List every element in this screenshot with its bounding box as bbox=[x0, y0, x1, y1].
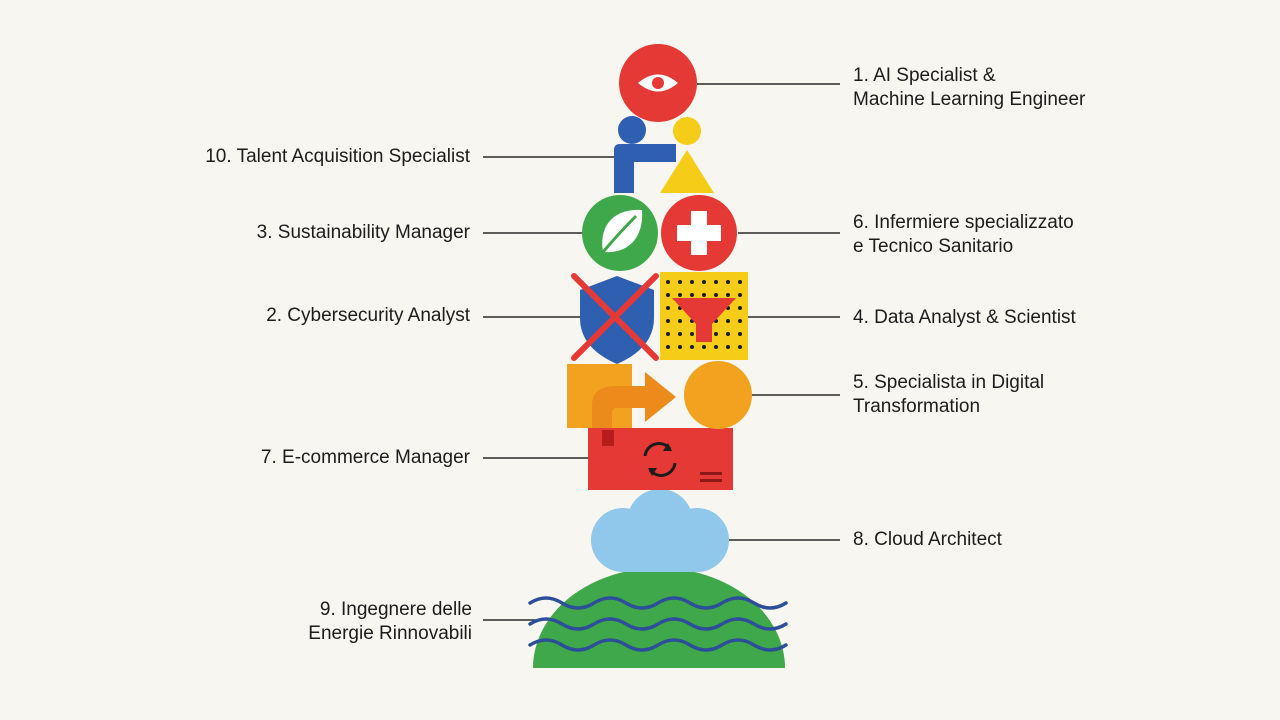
dot bbox=[678, 280, 682, 284]
dot bbox=[666, 319, 670, 323]
leader-lines bbox=[483, 83, 840, 621]
dot bbox=[738, 280, 742, 284]
dot bbox=[678, 345, 682, 349]
label-nurse: 6. Infermiere specializzato e Tecnico Sa… bbox=[853, 212, 1074, 257]
dot bbox=[690, 332, 694, 336]
funnel-icon bbox=[660, 272, 748, 360]
dot bbox=[666, 280, 670, 284]
dot bbox=[666, 293, 670, 297]
shield-icon bbox=[571, 273, 659, 364]
dot bbox=[738, 345, 742, 349]
leaf-icon bbox=[582, 195, 658, 271]
dot bbox=[702, 345, 706, 349]
dot bbox=[690, 345, 694, 349]
label-ai-specialist: 1. AI Specialist & Machine Learning Engi… bbox=[853, 65, 1086, 110]
dot bbox=[726, 319, 730, 323]
dot bbox=[690, 293, 694, 297]
dot bbox=[666, 306, 670, 310]
dot bbox=[714, 293, 718, 297]
dot bbox=[738, 319, 742, 323]
dot bbox=[738, 306, 742, 310]
dot bbox=[678, 293, 682, 297]
dot bbox=[726, 332, 730, 336]
label-talent-acquisition: 10. Talent Acquisition Specialist bbox=[205, 146, 470, 167]
dot bbox=[678, 332, 682, 336]
dot bbox=[714, 280, 718, 284]
label-data-analyst: 4. Data Analyst & Scientist bbox=[853, 307, 1076, 328]
medical-cross-icon bbox=[661, 195, 737, 271]
eye-icon bbox=[619, 44, 697, 122]
arrow-icon bbox=[567, 361, 752, 429]
cloud-icon bbox=[591, 489, 729, 572]
dot bbox=[726, 293, 730, 297]
label-renewable-energy: 9. Ingegnere delle Energie Rinnovabili bbox=[308, 599, 472, 644]
dot bbox=[738, 332, 742, 336]
dot bbox=[726, 280, 730, 284]
dot bbox=[714, 345, 718, 349]
dot bbox=[702, 280, 706, 284]
label-cybersecurity: 2. Cybersecurity Analyst bbox=[266, 305, 470, 326]
label-digital-transformation: 5. Specialista in Digital Transformation bbox=[853, 372, 1045, 417]
waves-icon bbox=[528, 568, 788, 668]
label-sustainability: 3. Sustainability Manager bbox=[256, 222, 470, 243]
refresh-icon bbox=[588, 428, 733, 490]
dot bbox=[666, 345, 670, 349]
dot bbox=[726, 345, 730, 349]
people-icon bbox=[614, 116, 714, 193]
dot bbox=[738, 293, 742, 297]
dot bbox=[690, 280, 694, 284]
dot bbox=[678, 319, 682, 323]
dot bbox=[702, 293, 706, 297]
label-ecommerce: 7. E-commerce Manager bbox=[260, 447, 470, 468]
label-cloud-architect: 8. Cloud Architect bbox=[853, 529, 1002, 550]
dot bbox=[666, 332, 670, 336]
dot bbox=[714, 332, 718, 336]
